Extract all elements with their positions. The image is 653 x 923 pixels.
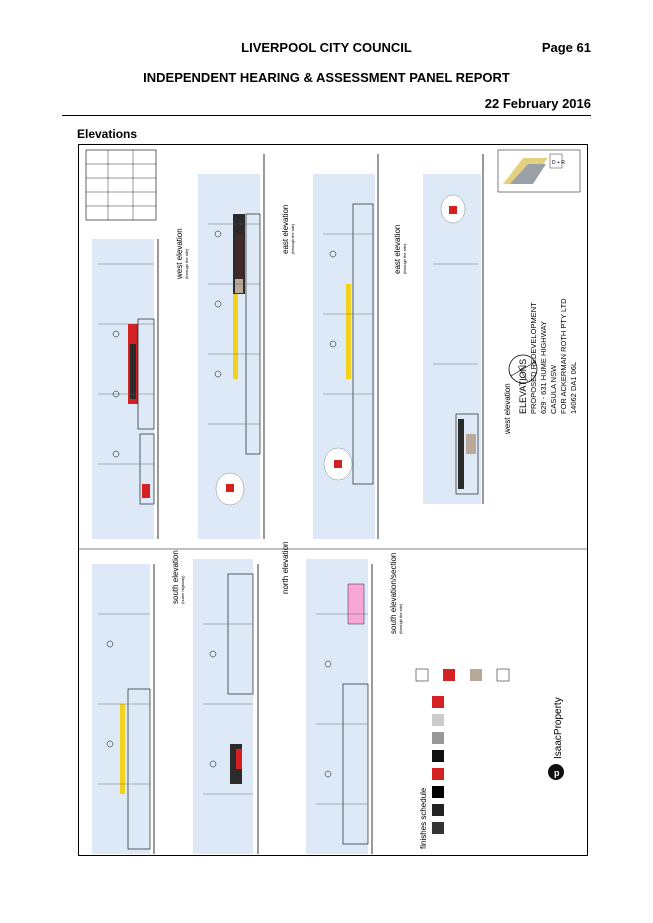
finishes-schedule: finishes schedule [415, 668, 510, 849]
council-name: LIVERPOOL CITY COUNCIL [241, 40, 412, 55]
east-elevation-drawing [208, 154, 265, 539]
west-elevation-label: west elevation (through the site) [175, 228, 189, 280]
badge-text: D + R [552, 160, 565, 166]
svg-text:PROPOSED REDEVELOPMENT: PROPOSED REDEVELOPMENT [529, 302, 538, 414]
isaac-property-logo: p IsaacProperty [548, 697, 564, 780]
north-arrow-icon [508, 354, 538, 384]
elevations-drawing-sheet: west elevation (through the site) east e… [78, 144, 588, 856]
sky-north-elevation [193, 559, 253, 854]
svg-text:west elevation: west elevation [175, 228, 184, 280]
north-elevation-drawing [203, 564, 259, 854]
south-section-drawing [316, 564, 373, 854]
report-title: INDEPENDENT HEARING & ASSESSMENT PANEL R… [143, 70, 510, 85]
report-date: 22 February 2016 [484, 96, 591, 111]
svg-text:IsaacProperty: IsaacProperty [553, 697, 564, 759]
west-elevation-drawing [98, 239, 159, 539]
svg-text:CASULA NSW: CASULA NSW [549, 364, 558, 414]
svg-text:east elevation: east elevation [393, 225, 402, 274]
south-elevation-drawing [98, 564, 155, 854]
drawing-title-block: ELEVATIONS PROPOSED REDEVELOPMENT 629 - … [518, 298, 578, 414]
tree-sign-1 [215, 472, 245, 506]
svg-text:(hume highway): (hume highway) [180, 575, 185, 604]
east-elevation-2-label: east elevation (through the site) [393, 225, 407, 274]
svg-text:(through the site): (through the site) [402, 243, 407, 274]
svg-text:finishes schedule: finishes schedule [419, 787, 428, 849]
svg-text:p: p [554, 768, 560, 778]
south-section-label: south elevation/section (through the sit… [389, 553, 403, 634]
north-elevation-label: north elevation [281, 542, 290, 594]
svg-text:14062 DA1 06L: 14062 DA1 06L [569, 362, 578, 414]
west-elevation-2-label: west elevation [503, 383, 512, 435]
svg-text:(through the site): (through the site) [398, 603, 403, 634]
svg-text:south elevation/section: south elevation/section [389, 553, 398, 634]
notes-table [85, 149, 157, 221]
svg-text:north elevation: north elevation [281, 542, 290, 594]
svg-text:ELEVATIONS: ELEVATIONS [518, 359, 528, 414]
svg-text:(through the site): (through the site) [184, 248, 189, 279]
south-elevation-label: south elevation (hume highway) [171, 550, 185, 604]
tree-sign-2 [323, 447, 353, 481]
west-elevation-2-drawing [433, 154, 484, 504]
header-divider [62, 115, 591, 116]
east-elevation-2-drawing [323, 154, 379, 539]
page-number: Page 61 [541, 40, 591, 55]
tree-sign-3 [440, 194, 466, 224]
section-heading: Elevations [77, 127, 138, 141]
svg-text:west elevation: west elevation [503, 383, 512, 435]
east-elevation-label: east elevation (through the site) [281, 205, 295, 254]
svg-text:FOR ACKERMAN ROTH PTY LTD: FOR ACKERMAN ROTH PTY LTD [559, 298, 568, 414]
sky-west-elevation-2 [423, 174, 481, 504]
consultant-logo: D + R [497, 149, 581, 193]
svg-text:629 - 631 HUME HIGHWAY: 629 - 631 HUME HIGHWAY [539, 321, 548, 414]
svg-text:south elevation: south elevation [171, 550, 180, 604]
svg-text:east elevation: east elevation [281, 205, 290, 254]
svg-text:(through the site): (through the site) [290, 223, 295, 254]
